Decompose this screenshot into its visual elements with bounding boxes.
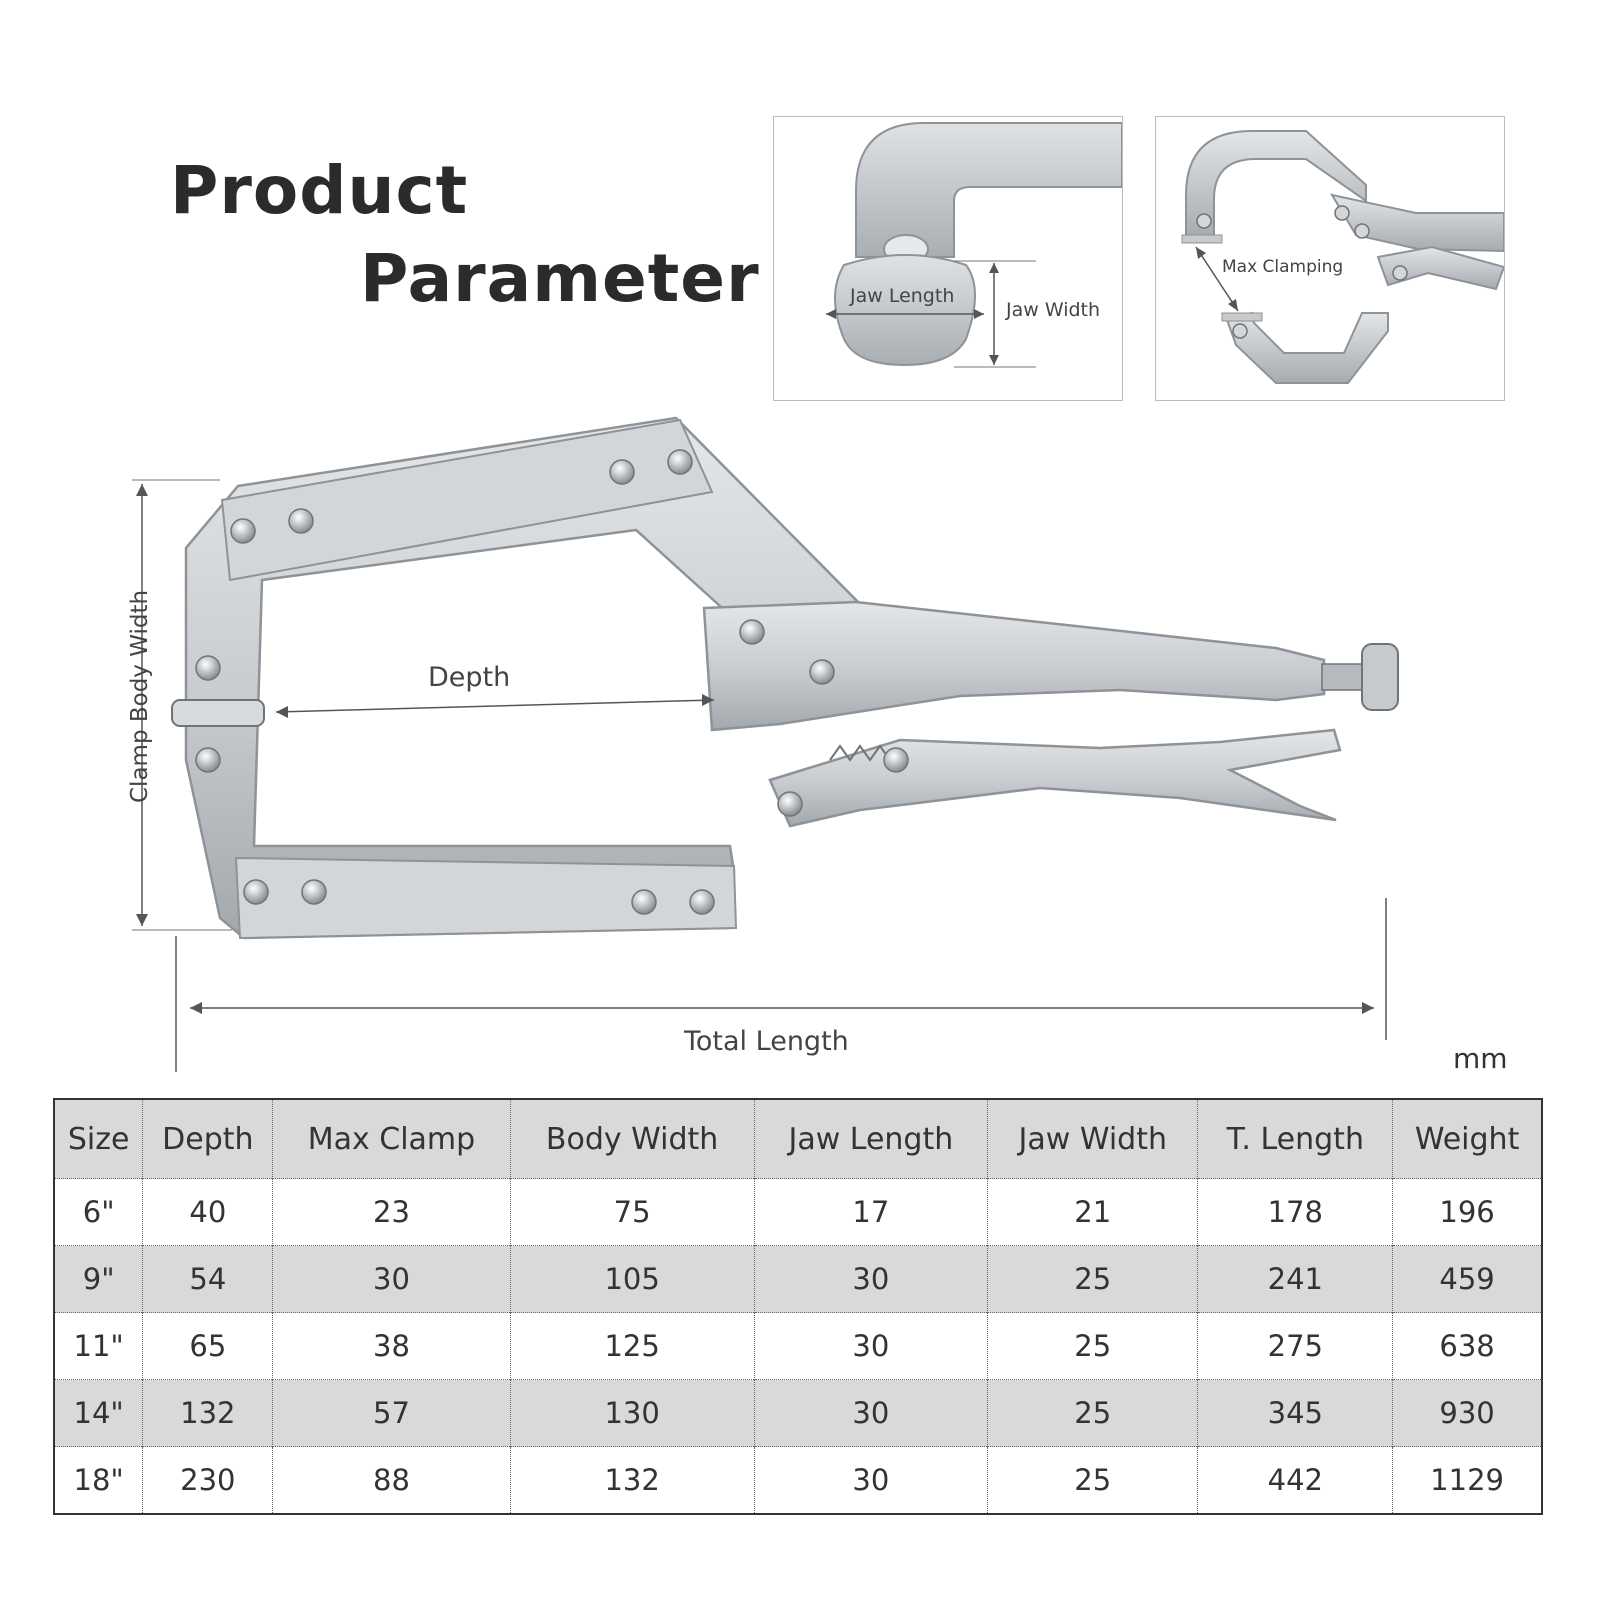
table-cell: 132 (509, 1446, 755, 1514)
header-cell: Max Clamp (272, 1099, 511, 1179)
max-clamping-inset: Max Clamping (1155, 116, 1505, 401)
clamp-body-width-label: Clamp Body Width (127, 589, 153, 803)
table-cell: 23 (272, 1178, 511, 1246)
table-cell: 442 (1197, 1446, 1393, 1514)
table-cell: 40 (142, 1178, 273, 1246)
table-cell: 30 (753, 1312, 988, 1380)
jaw-length-label: Jaw Length (850, 285, 955, 307)
table-cell: 6" (54, 1178, 143, 1246)
table-cell: 14" (54, 1379, 143, 1447)
table-cell: 65 (142, 1312, 273, 1380)
header-cell: Jaw Width (987, 1099, 1198, 1179)
table-cell: 105 (509, 1245, 755, 1313)
table-cell: 11" (54, 1312, 143, 1380)
title-line-1: Product (170, 152, 469, 229)
table-cell: 275 (1197, 1312, 1393, 1380)
table-cell: 30 (753, 1245, 988, 1313)
table-cell: 25 (987, 1312, 1198, 1380)
table-cell: 54 (142, 1245, 273, 1313)
table-cell: 241 (1197, 1245, 1393, 1313)
table-cell: 30 (272, 1245, 511, 1313)
table-row: 9" 54 30 105 30 25 241 459 (54, 1245, 1542, 1313)
table-cell: 21 (987, 1178, 1198, 1246)
header-cell: Weight (1392, 1099, 1542, 1179)
table-row: 6" 40 23 75 17 21 178 196 (54, 1178, 1542, 1246)
table-cell: 130 (509, 1379, 755, 1447)
table-cell: 17 (753, 1178, 988, 1246)
table-row: 14" 132 57 130 30 25 345 930 (54, 1379, 1542, 1447)
max-clamping-label: Max Clamping (1222, 257, 1344, 277)
table-cell: 25 (987, 1446, 1198, 1514)
table-cell: 132 (142, 1379, 273, 1447)
header-cell: Jaw Length (753, 1099, 988, 1179)
table-cell: 9" (54, 1245, 143, 1313)
title-line-2: Parameter (360, 240, 760, 317)
unit-label: mm (1453, 1042, 1508, 1075)
table-cell: 57 (272, 1379, 511, 1447)
table-cell: 230 (142, 1446, 273, 1514)
table-cell: 75 (509, 1178, 755, 1246)
table-cell: 38 (272, 1312, 511, 1380)
clamp-main-illustration (132, 416, 1399, 1072)
table-cell: 345 (1197, 1379, 1393, 1447)
table-cell: 25 (987, 1379, 1198, 1447)
jaw-detail-inset: Jaw Length Jaw Width (773, 116, 1123, 401)
table-cell: 1129 (1392, 1446, 1542, 1514)
jaw-width-label: Jaw Width (1006, 299, 1101, 321)
table-cell: 638 (1392, 1312, 1542, 1380)
total-length-label: Total Length (684, 1026, 849, 1057)
max-clamping-illustration (1181, 130, 1504, 384)
table-cell: 196 (1392, 1178, 1542, 1246)
header-cell: Body Width (509, 1099, 755, 1179)
table-cell: 459 (1392, 1245, 1542, 1313)
depth-label: Depth (428, 662, 511, 693)
table-row: 18" 230 88 132 30 25 442 1129 (54, 1446, 1542, 1514)
table-cell: 18" (54, 1446, 143, 1514)
header-cell: T. Length (1197, 1099, 1393, 1179)
table-cell: 30 (753, 1379, 988, 1447)
table-cell: 88 (272, 1446, 511, 1514)
table-header-row: Size Depth Max Clamp Body Width Jaw Leng… (54, 1099, 1542, 1179)
header-cell: Depth (142, 1099, 273, 1179)
table-cell: 25 (987, 1245, 1198, 1313)
table-cell: 178 (1197, 1178, 1393, 1246)
table-cell: 930 (1392, 1379, 1542, 1447)
header-cell: Size (54, 1099, 143, 1179)
table-cell: 125 (509, 1312, 755, 1380)
jaw-detail-illustration (826, 122, 1122, 368)
table-row: 11" 65 38 125 30 25 275 638 (54, 1312, 1542, 1380)
table-cell: 30 (753, 1446, 988, 1514)
spec-table: Size Depth Max Clamp Body Width Jaw Leng… (53, 1098, 1543, 1515)
